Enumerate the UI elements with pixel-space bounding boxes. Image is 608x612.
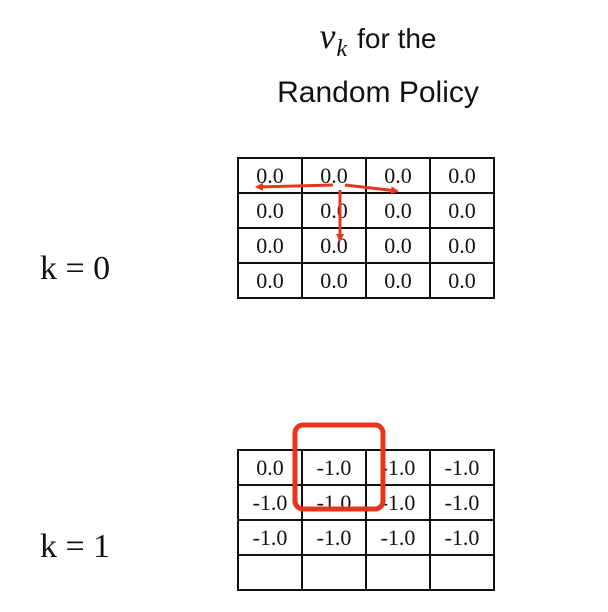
grid-k1-cell: -1.0 (365, 449, 431, 486)
grid-k0-cell: 0.0 (429, 157, 495, 194)
grid-k0-cell: 0.0 (237, 262, 303, 299)
grid-k1-row: 0.0 -1.0 -1.0 -1.0 (237, 449, 495, 486)
grid-k0: 0.0 0.0 0.0 0.0 0.0 0.0 0.0 0.0 0.0 0.0 … (237, 157, 495, 299)
grid-k1-cell (429, 554, 495, 591)
grid-k0-cell: 0.0 (365, 227, 431, 264)
grid-k1-cell: -1.0 (365, 519, 431, 556)
grid-k0-cell: 0.0 (301, 192, 367, 229)
grid-k0-cell: 0.0 (301, 227, 367, 264)
grid-k1-cell (301, 554, 367, 591)
grid-k1-cell: -1.0 (301, 519, 367, 556)
grid-k0-cell: 0.0 (237, 157, 303, 194)
grid-k0-cell: 0.0 (365, 262, 431, 299)
grid-k1: 0.0 -1.0 -1.0 -1.0 -1.0 -1.0 -1.0 -1.0 -… (237, 449, 495, 591)
grid-k1-cell: -1.0 (429, 484, 495, 521)
grid-k0-row: 0.0 0.0 0.0 0.0 (237, 227, 495, 264)
grid-k1-row (237, 554, 495, 591)
grid-k1-row: -1.0 -1.0 -1.0 -1.0 (237, 519, 495, 556)
grid-k1-cell: -1.0 (237, 484, 303, 521)
grid-k1-cell: -1.0 (301, 484, 367, 521)
grid-k1-cell (237, 554, 303, 591)
k1-label-text: k = 1 (40, 528, 111, 565)
value-function-subscript: k (336, 36, 348, 62)
grid-k1-cell: -1.0 (301, 449, 367, 486)
grid-k1-cell: -1.0 (237, 519, 303, 556)
k1-label: k = 1 (40, 528, 110, 566)
grid-k0-cell: 0.0 (301, 157, 367, 194)
grid-k1-row: -1.0 -1.0 -1.0 -1.0 (237, 484, 495, 521)
grid-k0-cell: 0.0 (237, 192, 303, 229)
grid-k0-cell: 0.0 (237, 227, 303, 264)
grid-k0-cell: 0.0 (429, 227, 495, 264)
grid-k0-cell: 0.0 (365, 157, 431, 194)
grid-k1-cell (365, 554, 431, 591)
grid-k0-row: 0.0 0.0 0.0 0.0 (237, 157, 495, 194)
value-function-symbol: v (319, 16, 336, 56)
grid-k0-row: 0.0 0.0 0.0 0.0 (237, 192, 495, 229)
title-line-1: vk for the (228, 18, 528, 67)
grid-k0-row: 0.0 0.0 0.0 0.0 (237, 262, 495, 299)
grid-k0-cell: 0.0 (301, 262, 367, 299)
grid-k0-cell: 0.0 (365, 192, 431, 229)
grid-k1-cell: -1.0 (429, 449, 495, 486)
k0-label-text: k = 0 (40, 250, 111, 287)
title-line-1-text: for the (357, 23, 437, 54)
k0-label: k = 0 (40, 250, 110, 288)
grid-k0-cell: 0.0 (429, 192, 495, 229)
figure-title: vk for the Random Policy (228, 18, 528, 113)
title-line-2: Random Policy (277, 76, 479, 109)
grid-k1-cell: -1.0 (365, 484, 431, 521)
grid-k1-cell: -1.0 (429, 519, 495, 556)
grid-k1-cell: 0.0 (237, 449, 303, 486)
grid-k0-cell: 0.0 (429, 262, 495, 299)
